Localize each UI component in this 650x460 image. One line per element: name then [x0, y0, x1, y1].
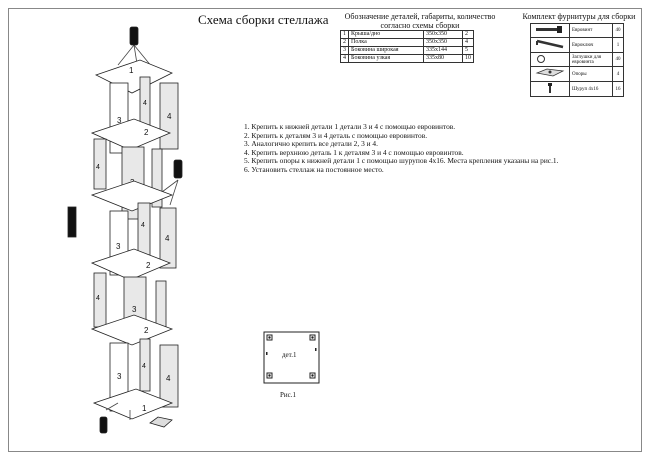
part-name: Боковина широкая: [348, 46, 424, 55]
support-icon: [530, 66, 570, 82]
parts-table: 1 Крыша/дно 350х350 2 2 Полка 350х350 4 …: [340, 30, 474, 63]
table-row: Евровинт 40: [530, 23, 624, 38]
step-item: 5. Крепить опоры к нижней детали 1 с пом…: [244, 156, 559, 166]
part-qty: 5: [462, 46, 474, 55]
cap-icon: [530, 52, 570, 67]
kit-name: Евроключ: [569, 37, 613, 53]
table-row: 4 Боковина узкая 335х80 10: [340, 54, 474, 63]
eurovint-icon: [530, 23, 570, 38]
eurokey-icon: [530, 37, 570, 53]
step-item: 6. Установить стеллаж на постоянное мест…: [244, 164, 384, 174]
shelf-label: 2: [144, 326, 149, 335]
part-qty: 2: [462, 30, 474, 39]
figure-caption: Рис.1: [280, 391, 296, 399]
figure-detail-1: [263, 331, 320, 384]
narrow-side-label: 4: [165, 234, 170, 243]
table-row: 3 Боковина широкая 335х144 5: [340, 46, 474, 55]
parts-caption: Обозначение деталей, габариты, количеств…: [344, 12, 496, 30]
narrow-side-label: 4: [96, 164, 100, 171]
hardware-table: Евровинт 40 Евроключ 1 Заглушки для евро…: [530, 23, 624, 97]
table-row: Опоры 4: [530, 66, 624, 82]
part-name: Боковина узкая: [348, 54, 424, 63]
bolt-icon: [67, 206, 77, 238]
part-size: 350х350: [423, 38, 463, 47]
kit-caption: Комплект фурнитуры для сборки: [522, 12, 636, 21]
bolt-icon: [129, 26, 139, 46]
part-no: 3: [340, 46, 349, 55]
part-size: 335х144: [423, 46, 463, 55]
part-no: 2: [340, 38, 349, 47]
part-name: Полка: [348, 38, 424, 47]
step-item: 1. Крепить к нижней детали 1 детали 3 и …: [244, 122, 456, 131]
kit-qty: 4: [612, 66, 624, 82]
narrow-side-label: 4: [166, 374, 171, 383]
step-item: 4. Крепить верхнюю деталь 1 к деталям 3 …: [244, 147, 464, 157]
shelf-label: 2: [144, 128, 149, 137]
kit-qty: 1: [612, 37, 624, 53]
part-qty: 10: [462, 54, 474, 63]
part-qty: 4: [462, 38, 474, 47]
kit-name: Опоры: [569, 66, 613, 82]
kit-qty: 16: [612, 81, 624, 97]
wide-side-label: 3: [116, 242, 121, 251]
assembly-diagram: 1 3 4 4 2 4 3 3 4: [67, 26, 183, 434]
narrow-side-label: 4: [142, 363, 146, 370]
bolt-icon: [173, 159, 183, 179]
narrow-side-label: 4: [96, 295, 100, 302]
wide-side-label: 3: [117, 116, 122, 125]
sheet-frame: [8, 8, 642, 452]
kit-qty: 40: [612, 52, 624, 67]
table-row: Евроключ 1: [530, 37, 624, 53]
shelf-label: 2: [146, 261, 151, 270]
kit-name: Евровинт: [569, 23, 613, 38]
support-icon: [149, 416, 173, 428]
page-title: Схема сборки стеллажа: [198, 12, 329, 27]
narrow-side-label: 4: [167, 112, 172, 121]
step-item: 2. Крепить к деталям 3 и 4 деталь с помо…: [244, 130, 428, 140]
table-row: 1 Крыша/дно 350х350 2: [340, 30, 474, 39]
wide-side-label: 3: [117, 372, 122, 381]
part-size: 335х80: [423, 54, 463, 63]
assembly-steps: 1. Крепить к нижней детали 1 детали 3 и …: [244, 122, 559, 175]
screw-icon: [530, 81, 570, 97]
detail-label: дет.1: [282, 351, 297, 359]
screw-icon: [99, 416, 108, 434]
kit-name: Заглушки для евровинта: [569, 52, 613, 67]
roof-label: 1: [129, 66, 134, 75]
table-row: 2 Полка 350х350 4: [340, 38, 474, 47]
kit-name: Шуруп 4х16: [569, 81, 613, 97]
narrow-side-label: 4: [143, 100, 147, 107]
kit-qty: 40: [612, 23, 624, 38]
part-no: 1: [340, 30, 349, 39]
narrow-side-label: 4: [141, 222, 145, 229]
part-size: 350х350: [423, 30, 463, 39]
table-row: Шуруп 4х16 16: [530, 81, 624, 97]
part-no: 4: [340, 54, 349, 63]
wide-side-label: 3: [132, 305, 137, 314]
part-name: Крыша/дно: [348, 30, 424, 39]
step-item: 3. Аналогично крепить все детали 2, 3 и …: [244, 139, 378, 149]
roof-label: 1: [142, 404, 147, 413]
table-row: Заглушки для евровинта 40: [530, 52, 624, 67]
